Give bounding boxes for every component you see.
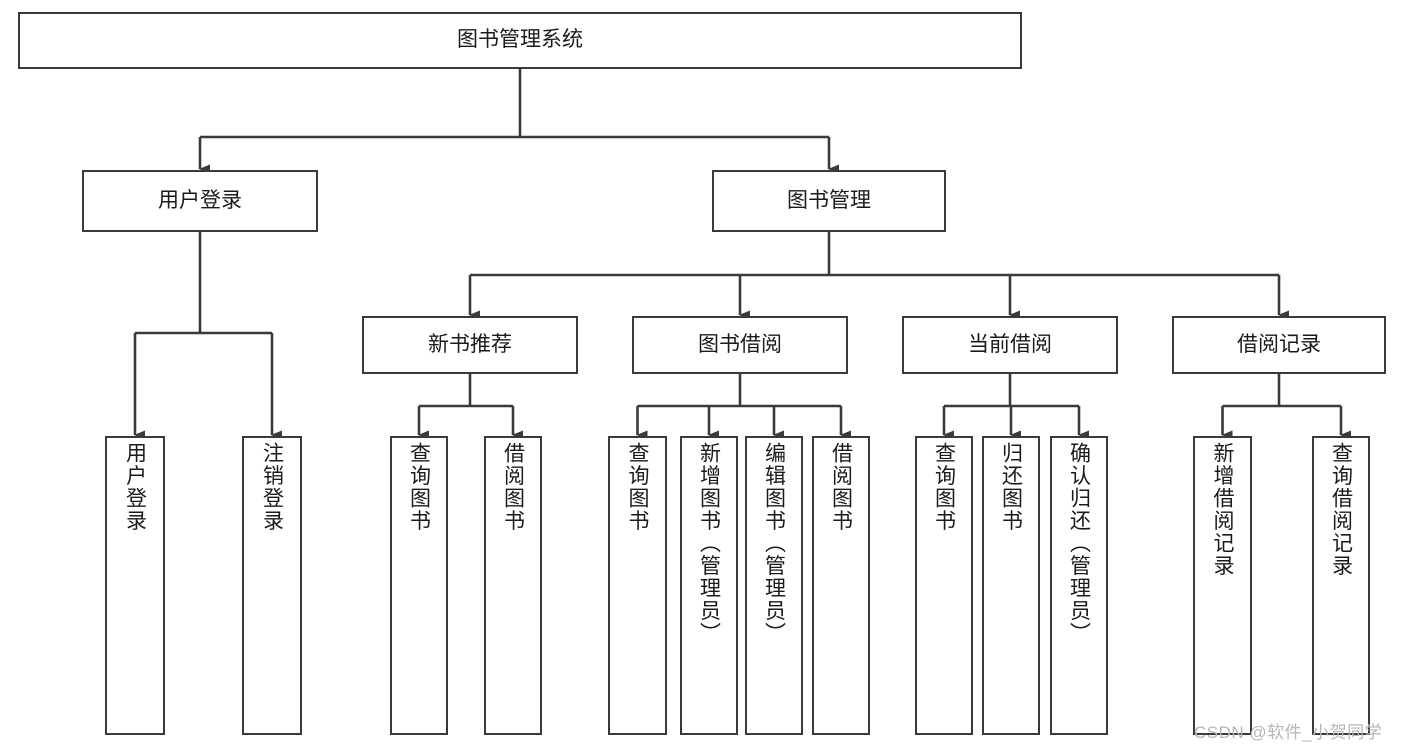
node-leaf-add-book[interactable]: 新增图书（管理员） bbox=[680, 436, 738, 735]
node-leaf-edit-book[interactable]: 编辑图书（管理员） bbox=[745, 436, 803, 735]
node-leaf-confirm-return[interactable]: 确认归还（管理员） bbox=[1050, 436, 1108, 735]
node-label: 图书管理 bbox=[787, 188, 871, 212]
node-label: 用户登录 bbox=[158, 188, 242, 212]
node-leaf-query-record[interactable]: 查询借阅记录 bbox=[1312, 436, 1370, 735]
node-new-book-recommend[interactable]: 新书推荐 bbox=[362, 316, 578, 374]
node-label: 查询图书 bbox=[932, 442, 956, 532]
node-label: 新增借阅记录 bbox=[1211, 442, 1234, 577]
node-label: 图书管理系统 bbox=[457, 28, 583, 52]
node-leaf-query-book-1[interactable]: 查询图书 bbox=[390, 436, 448, 735]
node-label: 归还图书 bbox=[999, 442, 1023, 532]
node-label: 用户登录 bbox=[123, 442, 147, 532]
node-leaf-logout[interactable]: 注销登录 bbox=[242, 436, 302, 735]
node-current-borrow[interactable]: 当前借阅 bbox=[902, 316, 1118, 374]
node-label: 借阅图书 bbox=[501, 442, 525, 532]
node-label: 新增图书（管理员） bbox=[697, 442, 721, 645]
node-leaf-query-book-3[interactable]: 查询图书 bbox=[915, 436, 973, 735]
node-leaf-query-book-2[interactable]: 查询图书 bbox=[608, 436, 667, 735]
node-label: 确认归还（管理员） bbox=[1067, 442, 1091, 645]
node-label: 新书推荐 bbox=[428, 332, 512, 356]
node-book-manage[interactable]: 图书管理 bbox=[712, 170, 946, 232]
node-leaf-borrow-book-1[interactable]: 借阅图书 bbox=[484, 436, 542, 735]
node-label: 编辑图书（管理员） bbox=[762, 442, 786, 645]
node-leaf-user-login[interactable]: 用户登录 bbox=[105, 436, 165, 735]
node-leaf-return-book[interactable]: 归还图书 bbox=[982, 436, 1040, 735]
node-leaf-borrow-book-2[interactable]: 借阅图书 bbox=[812, 436, 870, 735]
node-label: 借阅记录 bbox=[1237, 332, 1321, 356]
csdn-watermark: CSDN @软件_小贺同学 bbox=[1194, 723, 1383, 742]
node-label: 图书借阅 bbox=[698, 332, 782, 356]
node-root[interactable]: 图书管理系统 bbox=[18, 12, 1022, 69]
node-label: 注销登录 bbox=[260, 442, 284, 532]
node-borrow-record[interactable]: 借阅记录 bbox=[1172, 316, 1386, 374]
node-user-login[interactable]: 用户登录 bbox=[82, 170, 318, 232]
node-book-borrow[interactable]: 图书借阅 bbox=[632, 316, 848, 374]
node-leaf-add-record[interactable]: 新增借阅记录 bbox=[1193, 436, 1252, 735]
node-label: 借阅图书 bbox=[829, 442, 853, 532]
node-label: 查询图书 bbox=[626, 442, 649, 532]
node-label: 当前借阅 bbox=[968, 332, 1052, 356]
node-label: 查询借阅记录 bbox=[1329, 442, 1353, 577]
node-label: 查询图书 bbox=[407, 442, 431, 532]
